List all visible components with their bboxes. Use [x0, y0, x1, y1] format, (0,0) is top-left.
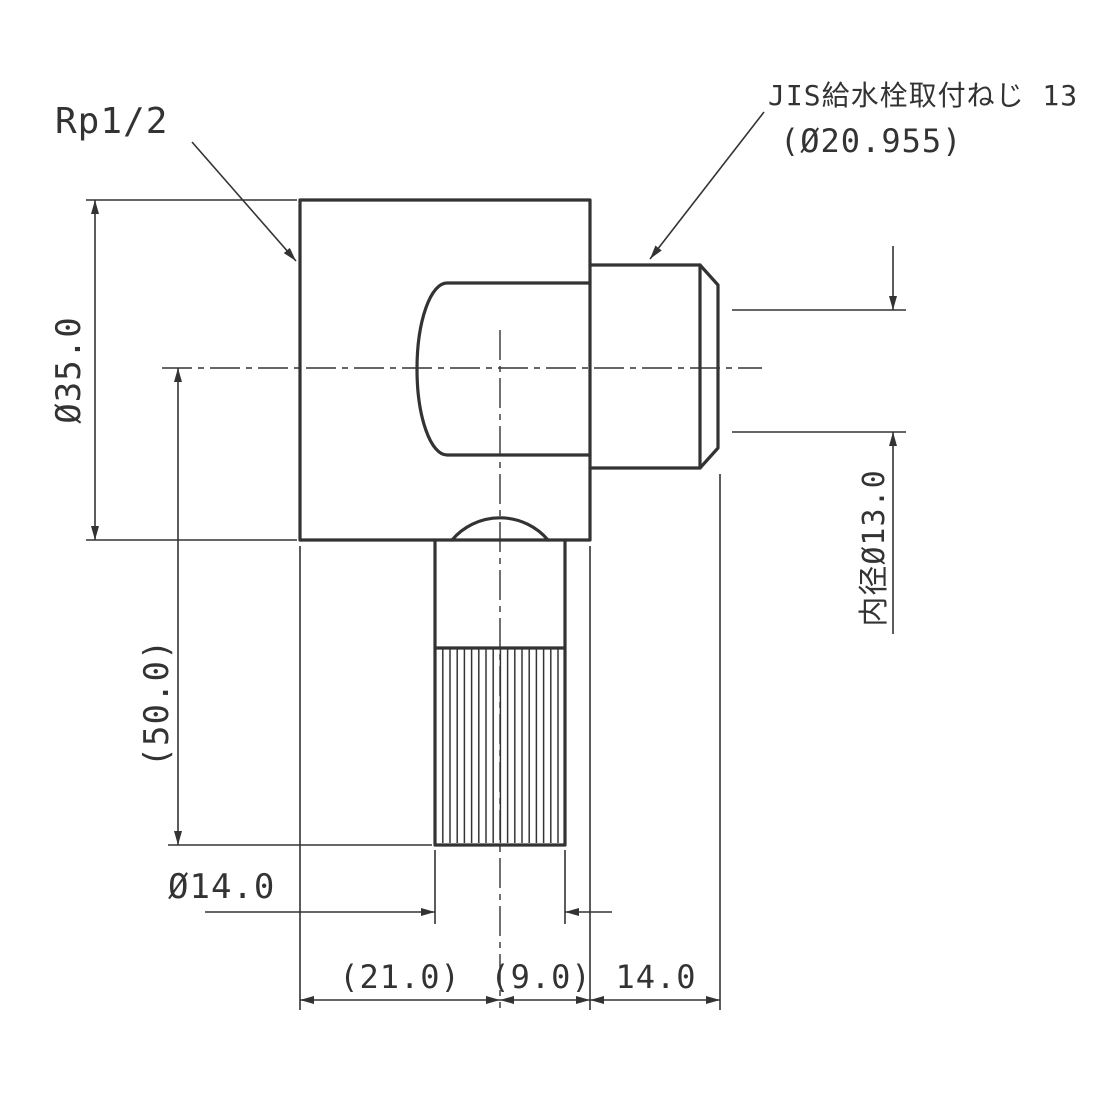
male-thread-outline — [588, 263, 720, 470]
leader-rp-thread — [191, 141, 297, 262]
dim-label-shank-diameter: Ø14.0 — [168, 867, 275, 907]
dim-label-shank-length: (50.0) — [137, 639, 177, 768]
dim-label-body-diameter: Ø35.0 — [49, 316, 89, 423]
dim-label-14: 14.0 — [615, 958, 696, 996]
dim-label-inner-diameter: 内径Ø13.0 — [857, 469, 892, 626]
label-jis-thread-diameter: (Ø20.955) — [780, 122, 962, 160]
leader-jis-thread — [649, 111, 765, 260]
shank-outline — [433, 538, 567, 847]
inner-bore-profile — [415, 281, 592, 457]
dim-label-21: (21.0) — [339, 958, 461, 996]
shank-dome-arc — [450, 516, 550, 542]
label-rp-thread: Rp1/2 — [55, 101, 168, 142]
dim-label-9: (9.0) — [490, 958, 591, 996]
label-jis-thread: JIS給水栓取付ねじ 13 — [768, 79, 1078, 112]
body-outline — [298, 198, 592, 542]
knurl-texture — [437, 649, 564, 843]
